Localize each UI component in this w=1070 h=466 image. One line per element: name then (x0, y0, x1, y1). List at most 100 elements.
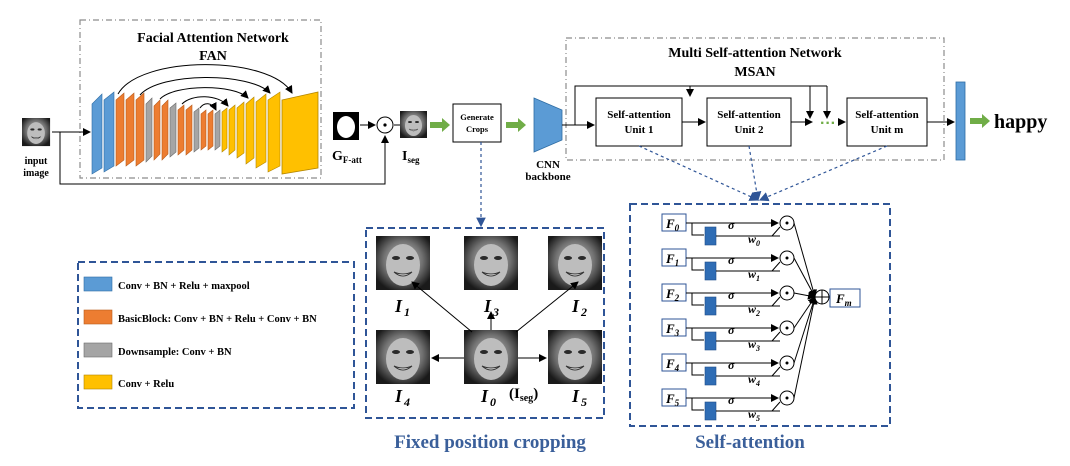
iseg-image (399, 110, 428, 139)
multiply-to-sum-1 (793, 257, 816, 298)
msan-dashed-box (565, 37, 945, 161)
cnn-label-1: CNN (536, 159, 560, 171)
layer-basicblock (207, 109, 214, 151)
generate-crops-line2: Crops (466, 124, 489, 134)
multiply-dot-2 (785, 291, 789, 295)
sa-unit-1-line1: Self-attention (607, 109, 671, 121)
green-arrow-2 (506, 118, 526, 132)
layer-downsample (169, 102, 177, 158)
msan-title: Multi Self-attention Network (668, 46, 842, 61)
weight-label-w4: w4 (748, 372, 760, 388)
sigma-label-3: σ (728, 323, 735, 337)
input-label-1: input (25, 156, 48, 167)
feature-branch-1 (691, 258, 704, 271)
layer-basicblock (153, 99, 161, 161)
attention-fc-bar-5 (704, 401, 717, 421)
layer-conv-relu-final (281, 91, 319, 175)
multiply-dot-3 (785, 326, 789, 330)
layer-conv-relu (228, 104, 236, 156)
layer-conv-relu (236, 101, 245, 159)
multiply-dot-4 (785, 361, 789, 365)
layer-conv-relu (267, 91, 281, 173)
sigma-label-0: σ (728, 218, 735, 232)
legend-label-conv-relu: Conv + Relu (118, 379, 174, 390)
i0-to-i2-arrow (515, 281, 579, 333)
crop-image-i0 (463, 329, 519, 385)
feature-label-f0: F0 (665, 216, 680, 233)
input-image (21, 117, 51, 147)
legend-swatch-conv-maxpool (83, 276, 113, 292)
sa-unit-1 (595, 97, 683, 147)
output-label: happy (994, 111, 1047, 133)
weight-to-multiply-2 (771, 296, 781, 307)
generate-crops-line1: Generate (460, 112, 494, 122)
crop-label-iseg-note: (Iseg) (509, 386, 538, 404)
feature-branch-2 (691, 293, 704, 306)
cnn-label-2: backbone (525, 171, 570, 183)
multiply-to-sum-5 (793, 296, 818, 399)
feature-label-f2: F2 (665, 286, 680, 303)
weight-to-multiply-5 (771, 401, 781, 412)
feature-branch-3 (691, 328, 704, 341)
crop-image-i3 (463, 235, 519, 291)
weight-to-multiply-0 (771, 226, 781, 237)
attention-mask-icon (333, 112, 359, 140)
fan-title: Facial Attention Network (137, 31, 289, 46)
multiply-dot-0 (785, 221, 789, 225)
attention-fc-bar-3 (704, 331, 717, 351)
weight-label-w2: w2 (748, 302, 760, 318)
sa-unit-2-line1: Self-attention (717, 109, 781, 121)
weight-label-w3: w3 (748, 337, 760, 353)
feature-label-f3: F3 (665, 321, 680, 338)
layer-conv-relu (245, 96, 255, 165)
multiply-dot-1 (785, 256, 789, 260)
layer-conv-relu (221, 107, 228, 153)
sa-unit-1-line2: Unit 1 (624, 124, 653, 136)
attention-fc-bar-2 (704, 296, 717, 316)
attention-fc-bar-0 (704, 226, 717, 246)
feature-branch-4 (691, 363, 704, 376)
feature-broadcast-line (574, 85, 827, 125)
layer-basicblock (135, 92, 145, 167)
feature-label-f4: F4 (665, 356, 680, 373)
legend-label-basicblock: BasicBlock: Conv + BN + Relu + Conv + BN (118, 314, 317, 325)
sigma-label-2: σ (728, 288, 735, 302)
weight-to-multiply-4 (771, 366, 781, 377)
weight-label-w1: w1 (748, 267, 760, 283)
layer-basicblock (200, 109, 207, 151)
weight-label-w5: w5 (748, 407, 760, 423)
multiply-to-sum-0 (793, 222, 817, 298)
layer-basicblock (161, 99, 169, 161)
layer-conv-maxpool (103, 91, 115, 173)
sa-unit-m-line2: Unit m (871, 124, 904, 136)
layer-downsample (145, 97, 153, 163)
sigma-label-1: σ (728, 253, 735, 267)
weight-to-multiply-3 (771, 331, 781, 342)
layer-conv-relu (255, 93, 267, 169)
crop-image-i4-row2 (375, 329, 431, 385)
attention-fc-bar-4 (704, 366, 717, 386)
units-ellipsis: ··· (820, 115, 836, 132)
unit1-to-sa-dashed (638, 145, 760, 201)
layer-downsample (214, 109, 221, 151)
green-arrow-output (970, 114, 990, 128)
green-arrow-1 (430, 118, 450, 132)
feature-label-f5: F5 (665, 391, 680, 408)
cnn-backbone-shape (533, 97, 563, 153)
crop-image-i5 (547, 329, 603, 385)
weight-to-multiply-1 (771, 261, 781, 272)
legend-swatch-conv-relu (83, 374, 113, 390)
unit2-to-sa-dashed (748, 145, 762, 202)
layer-basicblock (185, 104, 193, 156)
legend-label-conv-maxpool: Conv + BN + Relu + maxpool (118, 281, 250, 292)
generate-crops-box (452, 103, 502, 143)
fm-box (829, 288, 861, 308)
layer-basicblock (115, 92, 125, 167)
input-skip-path (59, 132, 389, 185)
